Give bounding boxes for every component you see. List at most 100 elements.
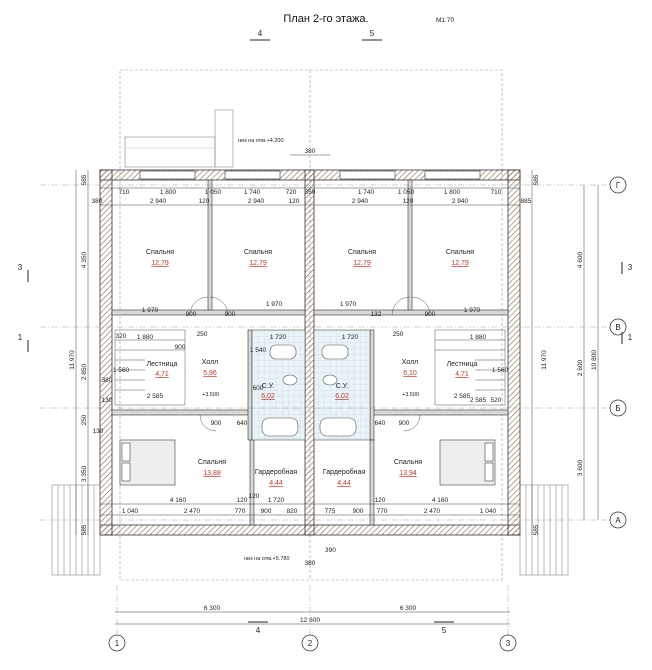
svg-text:5: 5	[442, 626, 447, 635]
section-mark-3-left: 3	[18, 263, 29, 282]
dim-label: 640	[237, 420, 248, 427]
dim-label: 1 800	[160, 189, 177, 196]
room-name: Гардеробная	[255, 468, 298, 476]
dim-label: 2 940	[352, 198, 369, 205]
dim-label: 710	[491, 189, 502, 196]
dim-label: 720	[286, 189, 297, 196]
section-mark-4-bottom: 4	[248, 621, 268, 635]
dim-label: 2 940	[150, 198, 167, 205]
dim-label: 1 880	[470, 334, 487, 341]
dim-label: 4 160	[170, 497, 187, 504]
room-area: 12,79	[353, 260, 371, 267]
dim-label: 640	[375, 420, 386, 427]
sanitary-fixtures	[261, 344, 357, 437]
section-mark-4-top: 4	[250, 29, 270, 41]
bottom-dims-row2: 1 040 2 470 770 900 820 775 900 770 2 47…	[122, 508, 497, 515]
dim-label: 900	[186, 311, 197, 318]
bed-left	[119, 439, 176, 486]
dim-label: 710	[119, 189, 130, 196]
dim-label: 2 940	[248, 198, 265, 205]
axis-bubble-a: А	[609, 511, 627, 529]
dim-label: 1 720	[342, 334, 359, 341]
axis-bubble-v: В	[609, 318, 627, 336]
axis-bubble-2: 2	[301, 634, 319, 652]
room-area: 12,79	[249, 260, 267, 267]
dim-bottom-390: 390	[325, 547, 336, 554]
axis-bubble-1: 1	[108, 634, 126, 652]
room-name: Гардеробная	[323, 468, 366, 476]
room-name: Спальня	[198, 459, 226, 466]
dim-label: 1 560	[492, 367, 509, 374]
dim-label: 4 160	[432, 497, 449, 504]
dim-label: 250	[81, 414, 88, 425]
stair-right	[434, 329, 506, 406]
dim-label: 120	[199, 198, 210, 205]
section-mark-1-left: 1	[18, 333, 29, 352]
top-dims-row1: 710 1 800 1 050 1 740 720 350 1 740 1 05…	[119, 189, 502, 196]
dim-label: 2 470	[184, 508, 201, 515]
svg-text:1: 1	[628, 333, 633, 342]
room-area: 4,44	[269, 480, 283, 487]
top-dims-row2: 380 2 940 120 2 940 120 2 940 120 2 940 …	[92, 198, 532, 205]
dim-label: 120	[237, 497, 248, 504]
dim-label: 3 350	[81, 465, 88, 482]
dim-label: 2 940	[452, 198, 469, 205]
dim-label: 2 585	[454, 393, 471, 400]
stair-dims: 320 900 1 560 380 130 2 585 520 1 540 60…	[102, 333, 509, 500]
dim-label: 820	[287, 508, 298, 515]
dim-label: 520	[491, 397, 502, 404]
room-name: Спальня	[348, 249, 376, 256]
top-dimension-lines	[100, 154, 520, 206]
top-windows	[139, 170, 481, 180]
left-side-dims: 585 4 350 11 970 2 850 250 3 350 585	[69, 170, 89, 535]
dim-label: 900	[261, 508, 272, 515]
dim-label: 1 720	[270, 334, 287, 341]
top-balcony	[124, 109, 234, 168]
dim-label: 585	[81, 174, 88, 185]
dim-label: 4 350	[81, 251, 88, 268]
room-name: Спальня	[244, 249, 272, 256]
dim-label: 120	[375, 497, 386, 504]
room-area: 6,02	[335, 393, 349, 400]
room-area: 4,71	[455, 371, 469, 378]
room-name: Спальня	[446, 249, 474, 256]
svg-text:3: 3	[628, 263, 633, 272]
svg-text:5: 5	[370, 29, 375, 38]
dim-label: 380	[92, 198, 103, 205]
interior-walls	[111, 179, 509, 526]
note-bottom: низ на отм.+5.780	[244, 556, 290, 562]
dim-label: 3 600	[577, 459, 584, 476]
room-area: 12,79	[451, 260, 469, 267]
dim-label: 380	[102, 377, 113, 384]
dim-top-380: 380	[305, 148, 316, 155]
section-mark-3-right: 3	[621, 262, 633, 274]
dim-label: 11 970	[69, 350, 76, 370]
dim-label: 900	[399, 420, 410, 427]
room-area: 13,94	[399, 470, 417, 477]
svg-text:1: 1	[18, 333, 23, 342]
room-labels: Спальня 12,79 Спальня 12,79 Спальня 12,7…	[146, 249, 478, 487]
dim-label: 11 970	[541, 350, 548, 370]
dim-label: 1 740	[358, 189, 375, 196]
dim-label: 320	[116, 333, 127, 340]
doors	[189, 296, 431, 432]
dim-label: 1 040	[480, 508, 497, 515]
dim-label: 2 585	[147, 393, 164, 400]
dim-label: 120	[289, 198, 300, 205]
dim-label: 1 970	[464, 307, 481, 314]
overall-dim-left: 6 300	[204, 605, 221, 612]
room-name: Спальня	[394, 459, 422, 466]
dim-label: 770	[235, 508, 246, 515]
overall-dim-right: 6 300	[400, 605, 417, 612]
room-name: С.У.	[336, 383, 349, 390]
dim-label: 1 800	[444, 189, 461, 196]
room-area: 4,44	[337, 480, 351, 487]
section-mark-5-bottom: 5	[434, 621, 454, 635]
room-area: 6,02	[261, 393, 275, 400]
svg-text:3: 3	[506, 639, 511, 648]
room-area: 12,79	[151, 260, 169, 267]
stair-left	[114, 329, 186, 406]
dim-label: 1 970	[266, 301, 283, 308]
dim-label: 1 050	[205, 189, 222, 196]
axis-bubble-b: Б	[609, 399, 627, 417]
